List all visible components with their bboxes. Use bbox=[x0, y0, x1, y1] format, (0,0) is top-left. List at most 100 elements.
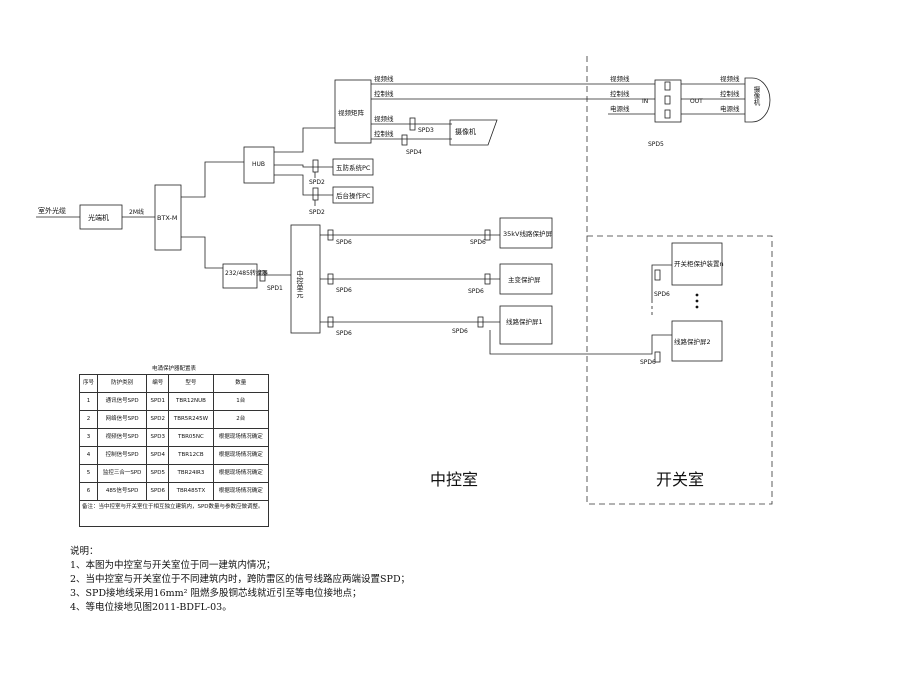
local-camera-shape bbox=[449, 119, 498, 146]
hub-matrix-line bbox=[274, 127, 335, 153]
table-cell: 视频信号SPD bbox=[97, 428, 148, 447]
converter-label: 232/485转换器 bbox=[225, 269, 268, 277]
spd2-label-a: SPD2 bbox=[309, 179, 325, 186]
table-remark: 备注：当中控室与开关室位于相互独立建筑内，SPD数量与参数应做调整。 bbox=[79, 500, 269, 527]
table-cell: 根据现场情况确定 bbox=[212, 446, 270, 465]
local-control-label: 控制线 bbox=[374, 129, 394, 138]
table-header: 序号 bbox=[78, 374, 99, 393]
line-prot-chain bbox=[489, 330, 672, 355]
spd5-box bbox=[654, 79, 682, 123]
table-cell: TBR12CB bbox=[168, 446, 214, 465]
cam-control-label: 控制线 bbox=[720, 89, 740, 98]
cam-video-label: 视频线 bbox=[720, 74, 740, 83]
outdoor-fiber-label: 室外光缆 bbox=[38, 206, 66, 215]
sw-power-label: 电源线 bbox=[610, 104, 630, 113]
table-cell: 4 bbox=[78, 446, 99, 465]
table-cell: 监控三合一SPD bbox=[97, 464, 148, 483]
table-cell: 485信号SPD bbox=[97, 482, 148, 501]
btx-label: BTX-M bbox=[157, 214, 178, 222]
switchgear-prot-label: 开关柜保护装置n bbox=[674, 259, 724, 268]
table-cell: 1 bbox=[78, 392, 99, 411]
line-prot-1-label: 线路保护屏1 bbox=[506, 317, 543, 326]
switchgear-link bbox=[651, 264, 672, 300]
table-cell: 2 bbox=[78, 410, 99, 429]
table-cell: 网络信号SPD bbox=[97, 410, 148, 429]
dome-camera-label: 摄像机 bbox=[752, 85, 760, 107]
video-matrix-box bbox=[334, 79, 372, 144]
note-item: 2、当中控室与开关室位于不同建筑内时，跨防雷区的信号线路应两端设置SPD； bbox=[70, 574, 411, 585]
prot-35kv-label: 35kV线路保护屏 bbox=[503, 229, 552, 238]
table-cell: TBR12NUB bbox=[168, 392, 214, 411]
table-cell: TBR5R245W bbox=[168, 410, 214, 429]
spd6-label-f: SPD6 bbox=[452, 328, 468, 335]
spd4-label: SPD4 bbox=[406, 149, 422, 156]
spd3-symbol bbox=[409, 117, 416, 131]
spd2-label-b: SPD2 bbox=[309, 209, 325, 216]
table-cell: 5 bbox=[78, 464, 99, 483]
sw-control-label: 控制线 bbox=[610, 89, 630, 98]
cam-power-label: 电源线 bbox=[720, 104, 740, 113]
spd4-symbol bbox=[401, 134, 408, 146]
spd5-label: SPD5 bbox=[648, 141, 664, 148]
table-row: 4 控制信号SPD SPD4 TBR12CB 根据现场情况确定 bbox=[78, 446, 270, 465]
table-header: 型号 bbox=[168, 374, 214, 393]
table-cell: SPD4 bbox=[146, 446, 170, 465]
spd2-symbol-b bbox=[312, 187, 319, 201]
main-trans-prot-box bbox=[499, 263, 553, 295]
out-label: OUT bbox=[690, 98, 703, 105]
btx-box bbox=[154, 184, 182, 251]
spd6-label-a: SPD6 bbox=[336, 239, 352, 246]
dome-camera-shape bbox=[744, 77, 771, 123]
note-item: 3、SPD接地线采用16mm² 阻燃多股铜芯线就近引至等电位接地点； bbox=[70, 588, 362, 599]
line-prot-1-box bbox=[499, 305, 553, 345]
spd6-label-e: SPD6 bbox=[468, 288, 484, 295]
spd6-label-c: SPD6 bbox=[336, 330, 352, 337]
note-item: 4、等电位接地见图2011-BDFL-03。 bbox=[70, 602, 232, 613]
table-cell: SPD6 bbox=[146, 482, 170, 501]
line-prot-2-box bbox=[671, 320, 723, 362]
prot-35kv-box bbox=[499, 217, 553, 249]
table-cell: 6 bbox=[78, 482, 99, 501]
spd2-symbol-a bbox=[312, 159, 319, 173]
local-camera-label: 摄像机 bbox=[455, 127, 476, 136]
notes-title: 说明： bbox=[70, 546, 99, 557]
table-cell: 根据现场情况确定 bbox=[212, 464, 270, 483]
control-line-label: 控制线 bbox=[374, 89, 394, 98]
note-item: 1、本图为中控室与开关室位于同一建筑内情况； bbox=[70, 560, 276, 571]
spd6-label-g: SPD6 bbox=[654, 291, 670, 298]
table-cell: TBR485TX bbox=[168, 482, 214, 501]
spd3-label: SPD3 bbox=[418, 127, 434, 134]
central-unit-label: 中控单元 bbox=[296, 269, 304, 299]
notes-section: 说明： 1、本图为中控室与开关室位于同一建筑内情况； 2、当中控室与开关室位于不… bbox=[70, 545, 410, 615]
table-header: 数量 bbox=[212, 374, 270, 393]
btx-converter-line bbox=[181, 236, 223, 269]
table-cell: 根据现场情况确定 bbox=[212, 428, 270, 447]
video-line-label: 视频线 bbox=[374, 74, 394, 83]
spd1-label: SPD1 bbox=[267, 285, 283, 292]
table-header-row: 序号 防护类别 编号 型号 数量 bbox=[78, 374, 270, 393]
table-cell: 根据现场情况确定 bbox=[212, 482, 270, 501]
hub-pc1-line bbox=[274, 164, 333, 168]
five-defense-pc-box bbox=[332, 158, 374, 176]
switchgear-prot-box bbox=[671, 242, 723, 286]
line-prot-2-label: 线路保护屏2 bbox=[674, 337, 711, 346]
table-cell: 1台 bbox=[212, 392, 270, 411]
table-cell: SPD1 bbox=[146, 392, 170, 411]
table-row: 6 485信号SPD SPD6 TBR485TX 根据现场情况确定 bbox=[78, 482, 270, 501]
sw-video-label: 视频线 bbox=[610, 74, 630, 83]
five-defense-pc-label: 五防系统PC bbox=[336, 163, 371, 172]
backend-pc-label: 后台操作PC bbox=[336, 191, 371, 200]
spd6-label-b: SPD6 bbox=[336, 287, 352, 294]
table-header: 编号 bbox=[146, 374, 170, 393]
spd-config-table: 电涌保护器配置表 序号 防护类别 编号 型号 数量 1 通讯信号SPD SPD1… bbox=[78, 364, 270, 527]
table-cell: 3 bbox=[78, 428, 99, 447]
table-row: 3 视频信号SPD SPD3 TBR05NC 根据现场情况确定 bbox=[78, 428, 270, 447]
video-matrix-label: 视频矩阵 bbox=[338, 108, 365, 117]
in-label: IN bbox=[642, 98, 648, 105]
main-trans-prot-label: 主变保护屏 bbox=[508, 275, 541, 284]
table-row: 5 监控三合一SPD SPD5 TBR24IR3 根据现场情况确定 bbox=[78, 464, 270, 483]
local-video-label: 视频线 bbox=[374, 114, 394, 123]
converter-box bbox=[222, 263, 258, 289]
table-cell: 通讯信号SPD bbox=[97, 392, 148, 411]
